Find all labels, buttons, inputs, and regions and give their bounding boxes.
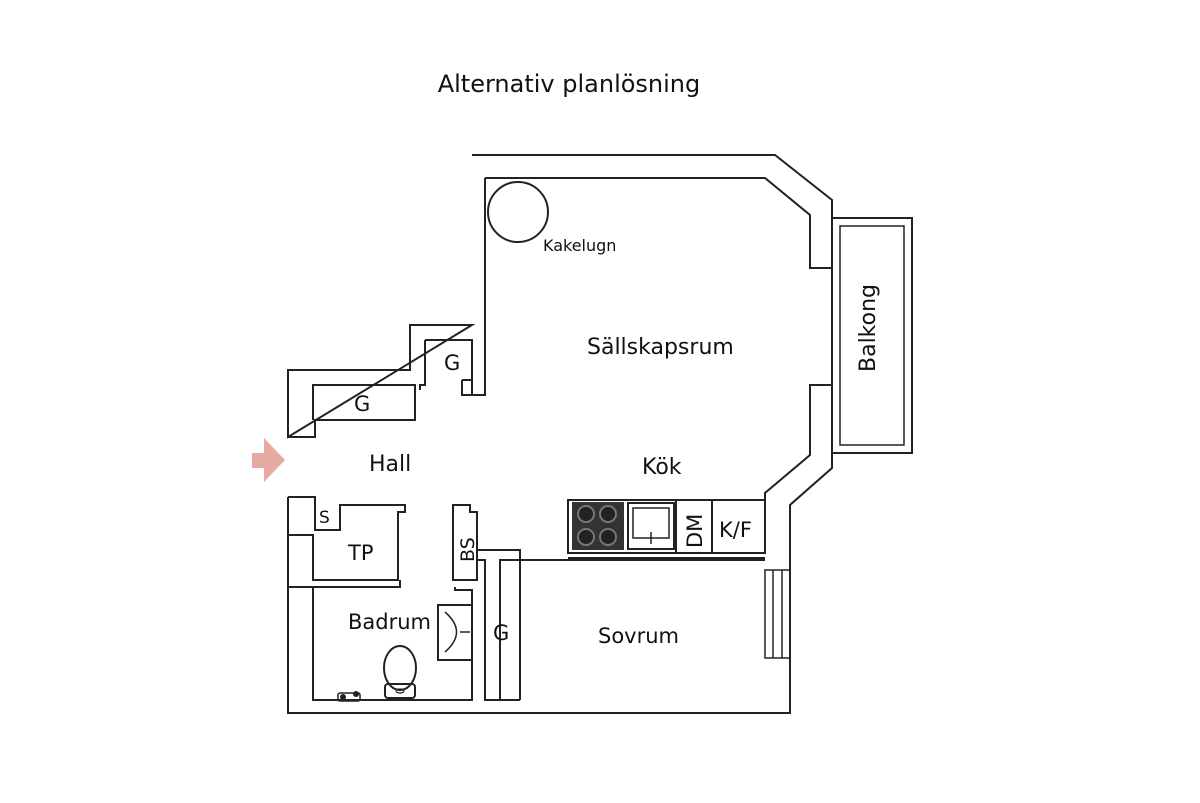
label-g-top: G	[444, 351, 460, 375]
outer-walls	[287, 154, 833, 714]
label-balkong: Balkong	[856, 284, 881, 372]
toilet-icon	[383, 645, 417, 699]
label-kf: K/F	[719, 518, 752, 542]
label-tp: TP	[347, 541, 374, 565]
bedroom-window	[764, 569, 791, 659]
label-s: S	[319, 508, 330, 528]
label-dm: DM	[683, 514, 707, 548]
label-g-bedroom: G	[493, 621, 509, 645]
label-kakelugn: Kakelugn	[543, 236, 616, 255]
label-sovrum: Sovrum	[598, 624, 679, 648]
label-hall: Hall	[369, 452, 411, 477]
plan-title: Alternativ planlösning	[437, 70, 701, 98]
washbasin-icon	[437, 604, 473, 661]
kitchen-counter	[567, 499, 766, 559]
kakelugn-icon	[487, 181, 549, 243]
bathroom-fixtures	[337, 604, 473, 702]
label-badrum: Badrum	[348, 610, 431, 634]
entrance-arrow-icon	[252, 438, 285, 482]
kitchen-sink-icon	[627, 502, 675, 550]
label-g-left: G	[354, 392, 370, 416]
faucet-icon	[337, 691, 361, 702]
balcony	[831, 217, 913, 454]
label-sallskapsrum: Sällskapsrum	[587, 335, 734, 360]
label-bs: BS	[457, 537, 479, 562]
label-kok: Kök	[642, 455, 682, 480]
